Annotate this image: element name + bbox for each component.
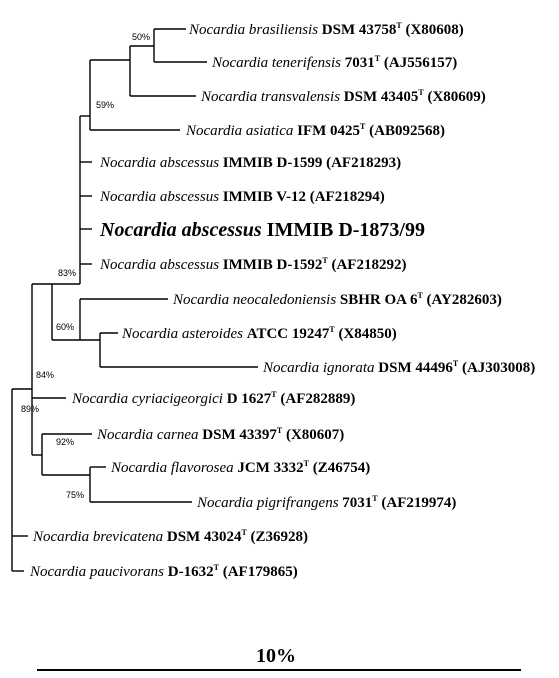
bootstrap-value: 84%	[36, 370, 54, 380]
taxon-label: Nocardia brevicatena DSM 43024T (Z36928)	[32, 528, 308, 545]
taxon-label: Nocardia abscessus IMMIB D-1599 (AF21829…	[99, 155, 401, 171]
bootstrap-value: 89%	[21, 404, 39, 414]
taxon-label: Nocardia asiatica IFM 0425T (AB092568)	[185, 122, 445, 139]
taxon-label: Nocardia cyriacigeorgici D 1627T (AF2828…	[71, 390, 355, 407]
taxon-label-highlighted: Nocardia abscessus IMMIB D-1873/99	[99, 219, 425, 241]
scale-bar: 10%	[37, 645, 521, 671]
bootstrap-value: 59%	[96, 100, 114, 110]
taxon-label: Nocardia brasiliensis DSM 43758T (X80608…	[188, 21, 464, 38]
bootstrap-value: 92%	[56, 437, 74, 447]
taxon-label: Nocardia tenerifensis 7031T (AJ556157)	[211, 54, 457, 71]
bootstrap-value: 50%	[132, 32, 150, 42]
taxon-label: Nocardia pigrifrangens 7031T (AF219974)	[196, 494, 456, 511]
taxon-label: Nocardia abscessus IMMIB D-1592T (AF2182…	[99, 256, 406, 273]
taxon-labels: Nocardia brasiliensis DSM 43758T (X80608…	[29, 21, 535, 580]
taxon-label: Nocardia neocaledoniensis SBHR OA 6T (AY…	[172, 291, 502, 308]
bootstrap-labels: 50% 59% 83% 60% 84% 92% 75% 89%	[21, 32, 150, 500]
taxon-label: Nocardia paucivorans D-1632T (AF179865)	[29, 563, 298, 580]
taxon-label: Nocardia carnea DSM 43397T (X80607)	[96, 426, 344, 443]
tree-branches	[11, 28, 258, 572]
bootstrap-value: 83%	[58, 268, 76, 278]
taxon-label: Nocardia flavorosea JCM 3332T (Z46754)	[110, 459, 370, 476]
taxon-label: Nocardia ignorata DSM 44496T (AJ303008)	[262, 359, 535, 376]
bootstrap-value: 75%	[66, 490, 84, 500]
taxon-label: Nocardia abscessus IMMIB V-12 (AF218294)	[99, 189, 385, 205]
scale-bar-label: 10%	[256, 645, 296, 667]
taxon-label: Nocardia transvalensis DSM 43405T (X8060…	[200, 88, 486, 105]
taxon-label: Nocardia asteroides ATCC 19247T (X84850)	[121, 325, 397, 342]
bootstrap-value: 60%	[56, 322, 74, 332]
